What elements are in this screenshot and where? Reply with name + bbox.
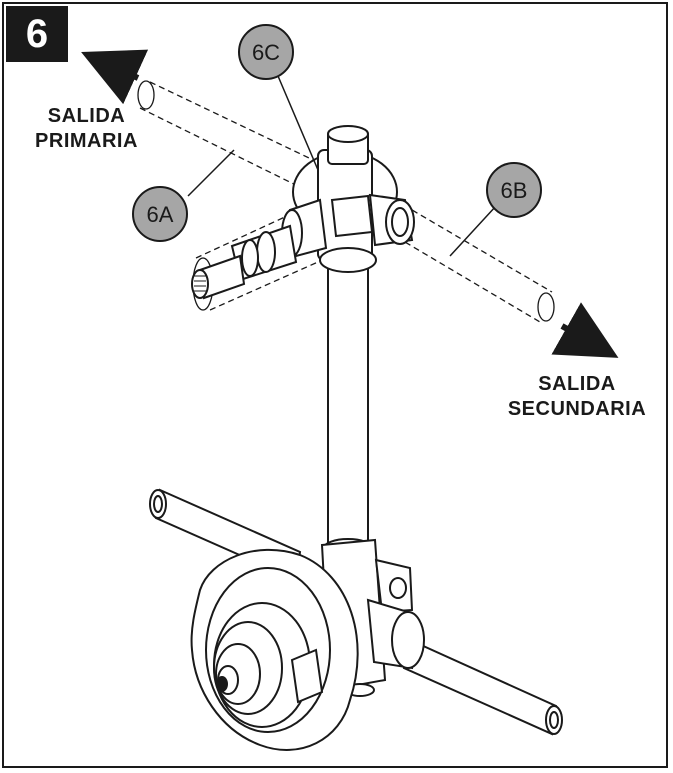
cartridge-stem [191,224,298,300]
secondary-outlet-label: SALIDA SECUNDARIA [492,372,662,422]
svg-text:6A: 6A [147,202,174,227]
callout-leaders [187,75,497,257]
callout-6b: 6B [486,162,542,218]
secondary-outlet-label-line2: SECUNDARIA [507,398,647,420]
svg-text:6B: 6B [501,178,528,203]
callout-6c: 6C [238,24,294,80]
lower-cartridge [213,621,283,715]
secondary-outlet-arrow [551,302,619,358]
primary-outlet-label: SALIDA PRIMARIA [9,104,164,154]
primary-outlet-label-line2: PRIMARIA [35,130,138,152]
svg-text:6C: 6C [252,40,280,65]
primary-outlet-label-line1: SALIDA [47,105,126,127]
callout-6a: 6A [132,186,188,242]
riser-pipe [323,254,373,558]
diverter-body [281,125,415,273]
valve-body [320,538,425,697]
primary-outlet-arrow [81,49,149,105]
step-number-badge: 6 [6,6,68,62]
secondary-outlet-label-line1: SALIDA [538,373,616,395]
